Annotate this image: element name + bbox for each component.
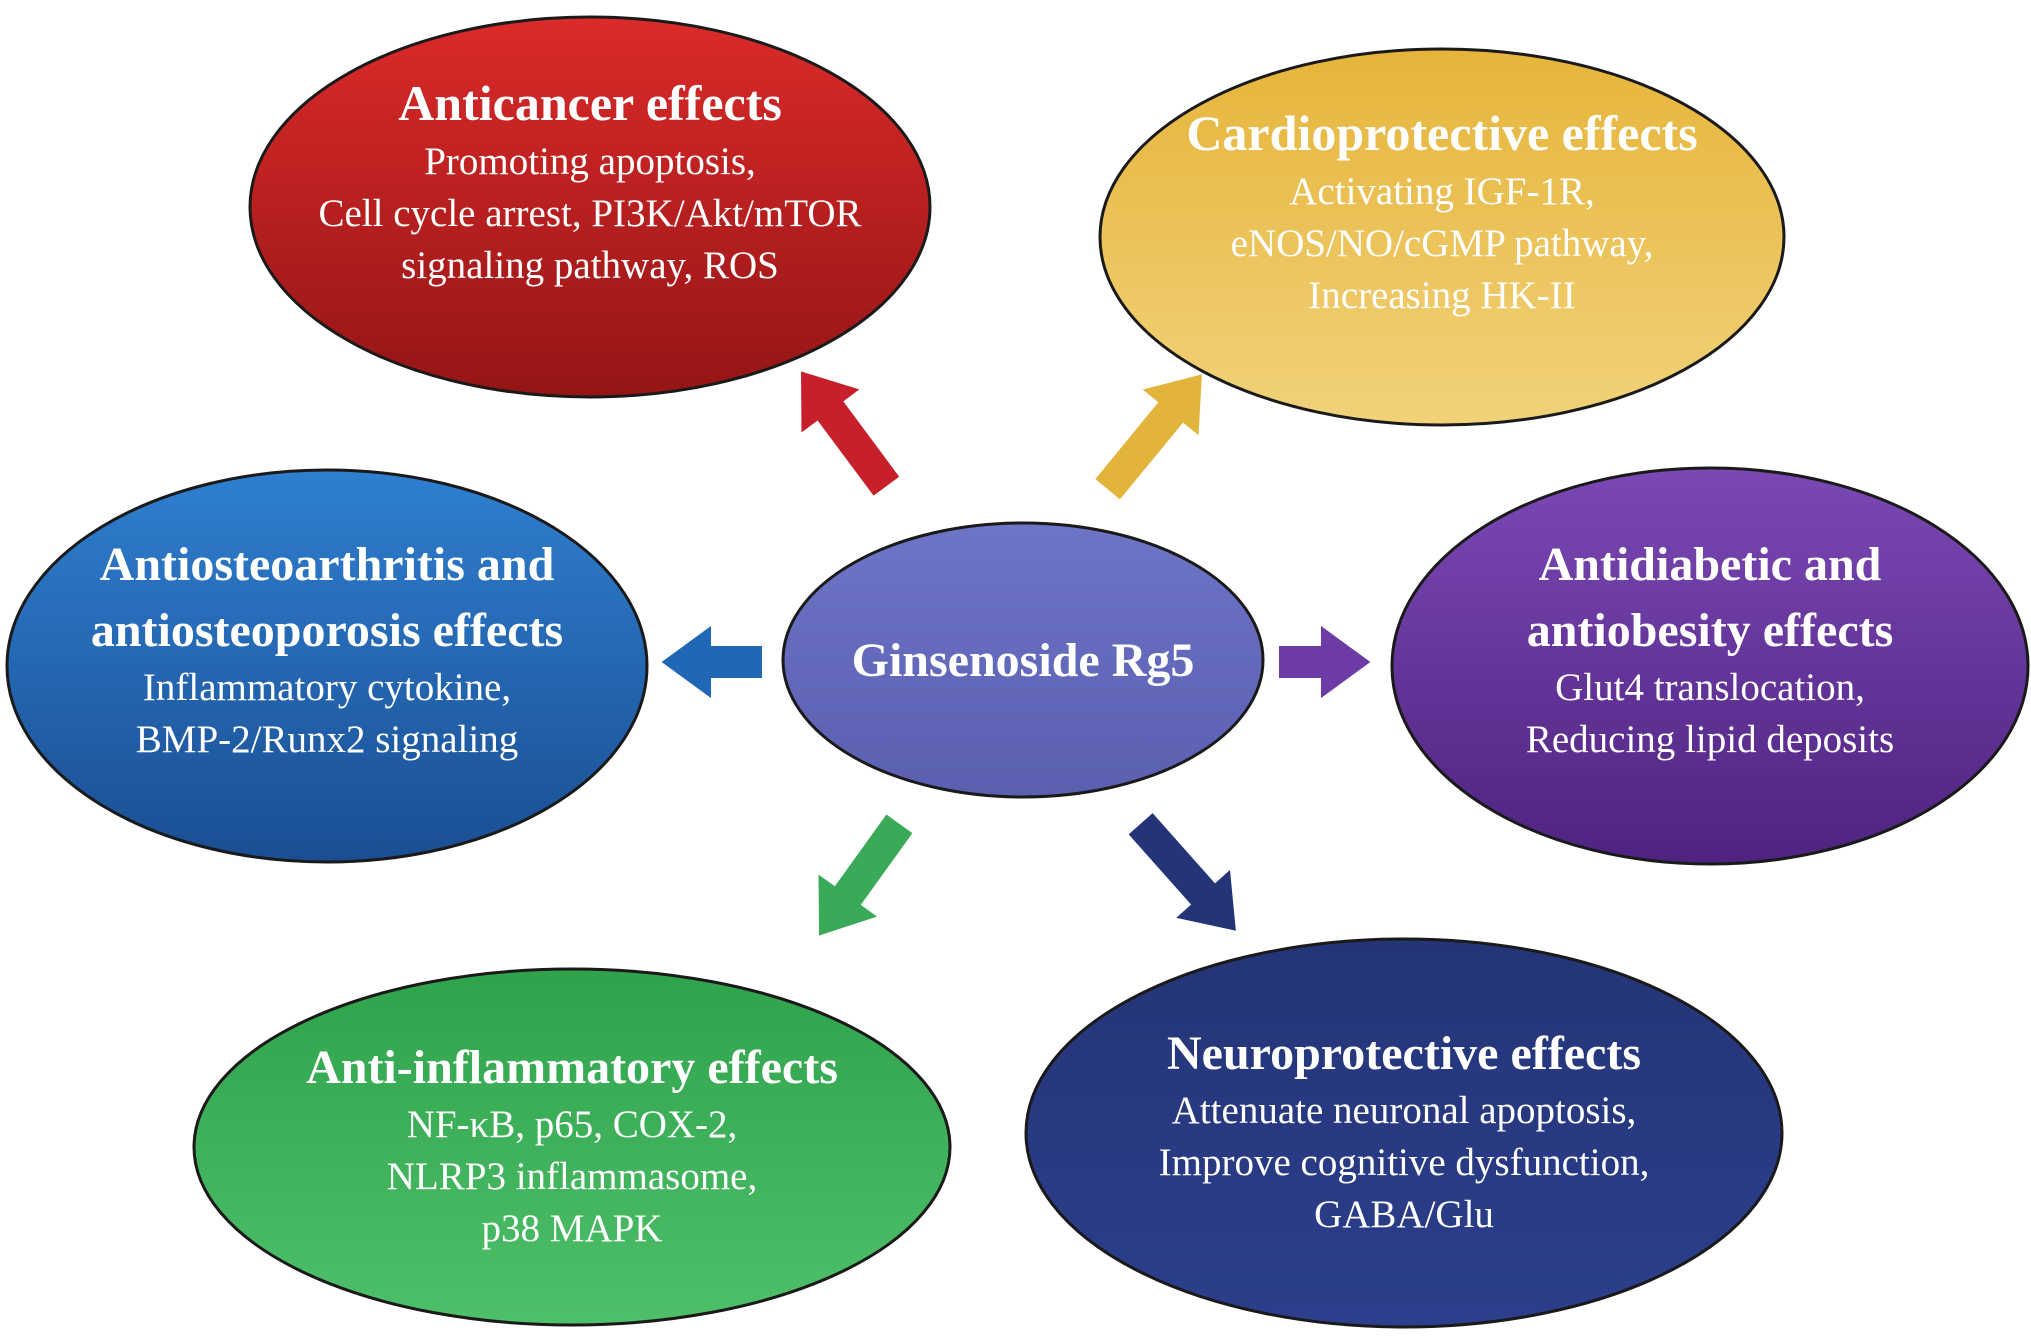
center-label: Ginsenoside Rg5 (852, 634, 1195, 687)
effect-ellipse-neuroprotective (1024, 937, 1784, 1329)
arrow-to-cardioprotective (1092, 371, 1205, 503)
center-node: Ginsenoside Rg5 (781, 521, 1265, 799)
effect-title-antiinflammatory: Anti-inflammatory effects (306, 1041, 838, 1094)
arrow-to-antiinflammatory (816, 811, 916, 939)
effect-title-antiosteo: antiosteoporosis effects (91, 604, 563, 657)
effect-detail-antidiabetic: Reducing lipid deposits (1526, 718, 1894, 761)
effect-ellipse-cardioprotective (1098, 47, 1786, 427)
arrow-to-antidiabetic (1277, 622, 1374, 702)
effect-node-antidiabetic: Antidiabetic and antiobesity effectsGlut4… (1390, 466, 2030, 866)
effect-title-anticancer: Anticancer effects (398, 75, 782, 131)
effect-detail-cardioprotective: Activating IGF-1R, (1289, 170, 1594, 213)
arrow-to-anticancer (798, 368, 902, 499)
effect-detail-anticancer: Cell cycle arrest, PI3K/Akt/mTOR (318, 192, 861, 235)
effect-ellipse-antiinflammatory (192, 967, 952, 1327)
effect-detail-neuroprotective: Attenuate neuronal apoptosis, (1172, 1089, 1637, 1132)
effect-ellipse-anticancer (248, 15, 932, 399)
effect-detail-cardioprotective: Increasing HK-II (1308, 274, 1575, 317)
effect-title-antidiabetic: antiobesity effects (1527, 604, 1894, 657)
arrow-to-antiosteo (658, 622, 764, 702)
effect-detail-antiinflammatory: NLRP3 inflammasome, (387, 1155, 757, 1198)
arrow-to-neuroprotective (1125, 810, 1239, 934)
effect-detail-antiosteo: BMP-2/Runx2 signaling (136, 718, 518, 761)
effect-detail-cardioprotective: eNOS/NO/cGMP pathway, (1231, 222, 1654, 265)
center-ellipse (781, 521, 1265, 799)
effect-detail-antidiabetic: Glut4 translocation, (1555, 666, 1865, 709)
effect-title-antidiabetic: Antidiabetic and (1539, 538, 1882, 591)
effect-ellipse-antidiabetic (1390, 466, 2030, 866)
effect-detail-neuroprotective: Improve cognitive dysfunction, (1159, 1141, 1650, 1184)
effect-title-cardioprotective: Cardioprotective effects (1186, 105, 1697, 161)
effect-title-neuroprotective: Neuroprotective effects (1167, 1027, 1641, 1080)
effect-detail-antiinflammatory: NF-κB, p65, COX-2, (407, 1103, 738, 1146)
effect-node-antiosteo: Antiosteoarthritis and antiosteoporosis e… (5, 468, 649, 864)
effect-detail-antiosteo: Inflammatory cytokine, (143, 666, 511, 709)
effect-detail-neuroprotective: GABA/Glu (1314, 1193, 1494, 1236)
arrow-layer (658, 368, 1374, 939)
effect-detail-anticancer: signaling pathway, ROS (401, 244, 779, 287)
effect-detail-antiinflammatory: p38 MAPK (482, 1207, 663, 1250)
effect-title-antiosteo: Antiosteoarthritis and (100, 538, 555, 591)
effect-ellipse-antiosteo (5, 468, 649, 864)
effect-detail-anticancer: Promoting apoptosis, (424, 140, 756, 183)
